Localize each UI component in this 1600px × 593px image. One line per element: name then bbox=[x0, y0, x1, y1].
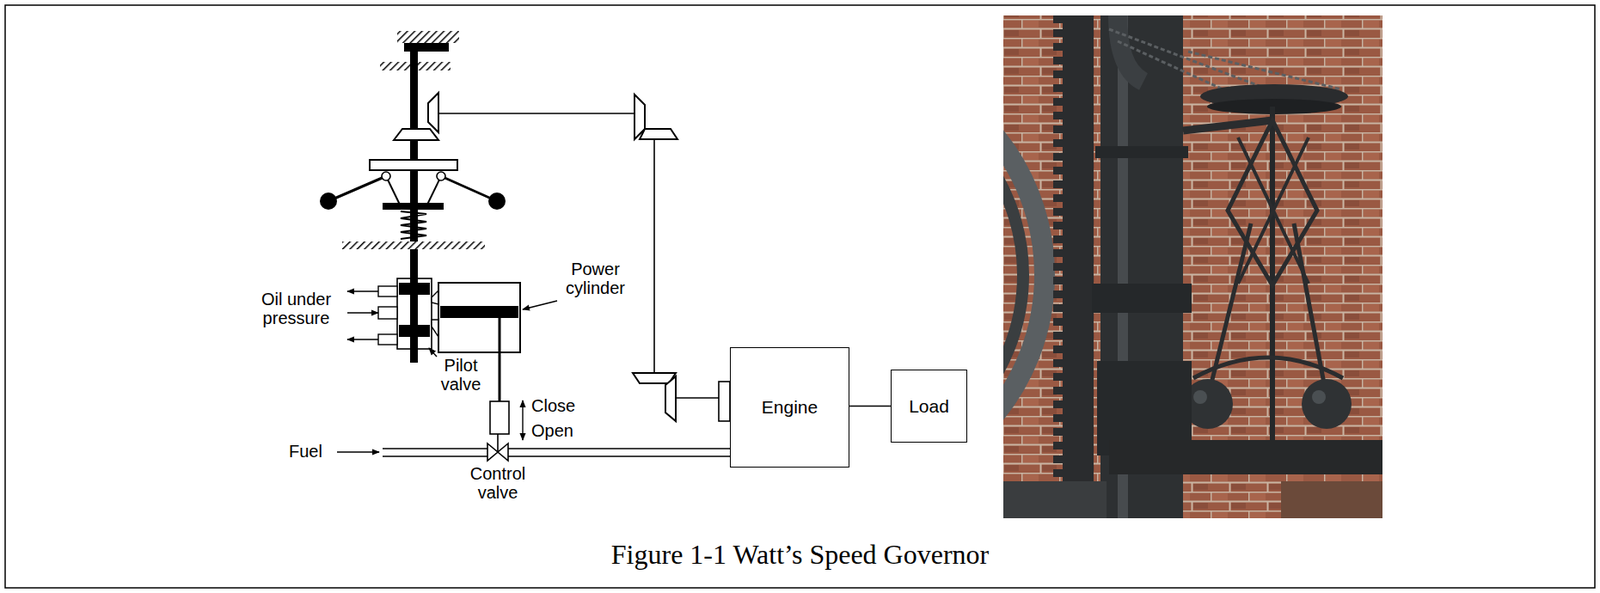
part-label: Control valve bbox=[460, 464, 535, 503]
direction-label: Close bbox=[531, 396, 576, 416]
governor-photo bbox=[1003, 15, 1383, 519]
figure-caption: Figure 1-1 Watt’s Speed Governor bbox=[0, 539, 1600, 571]
direction-label: Open bbox=[531, 421, 574, 441]
governor-schematic bbox=[319, 30, 730, 461]
input-label: Fuel bbox=[288, 441, 323, 461]
port-label: Oil under pressure bbox=[255, 289, 338, 329]
load-box: Load bbox=[890, 369, 968, 443]
node-label: Load bbox=[908, 396, 950, 417]
node-label: Engine bbox=[761, 397, 818, 418]
engine-box: Engine bbox=[729, 347, 850, 468]
shaft-connector bbox=[849, 405, 891, 408]
part-label: Power cylinder bbox=[558, 259, 632, 299]
figure-frame bbox=[5, 5, 1595, 589]
part-label: Pilot valve bbox=[434, 355, 488, 395]
